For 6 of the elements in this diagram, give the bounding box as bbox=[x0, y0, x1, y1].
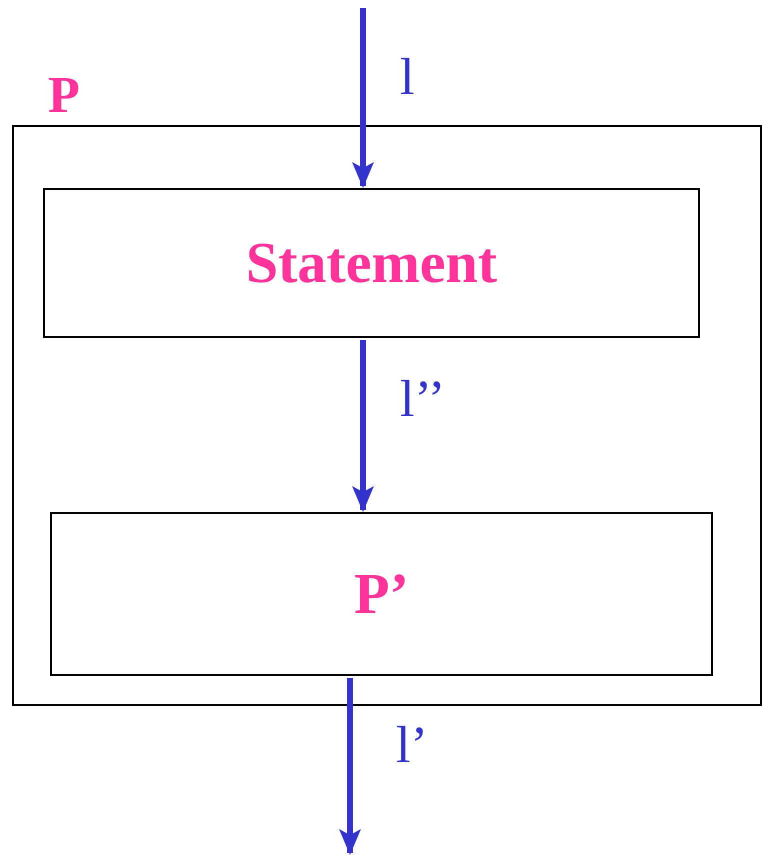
process-box: P’ bbox=[50, 512, 713, 676]
arrow bbox=[352, 8, 374, 188]
arrow bbox=[352, 340, 374, 512]
arrow bbox=[339, 678, 361, 855]
process-box: Statement bbox=[43, 188, 700, 338]
container-heading: P bbox=[48, 70, 80, 122]
